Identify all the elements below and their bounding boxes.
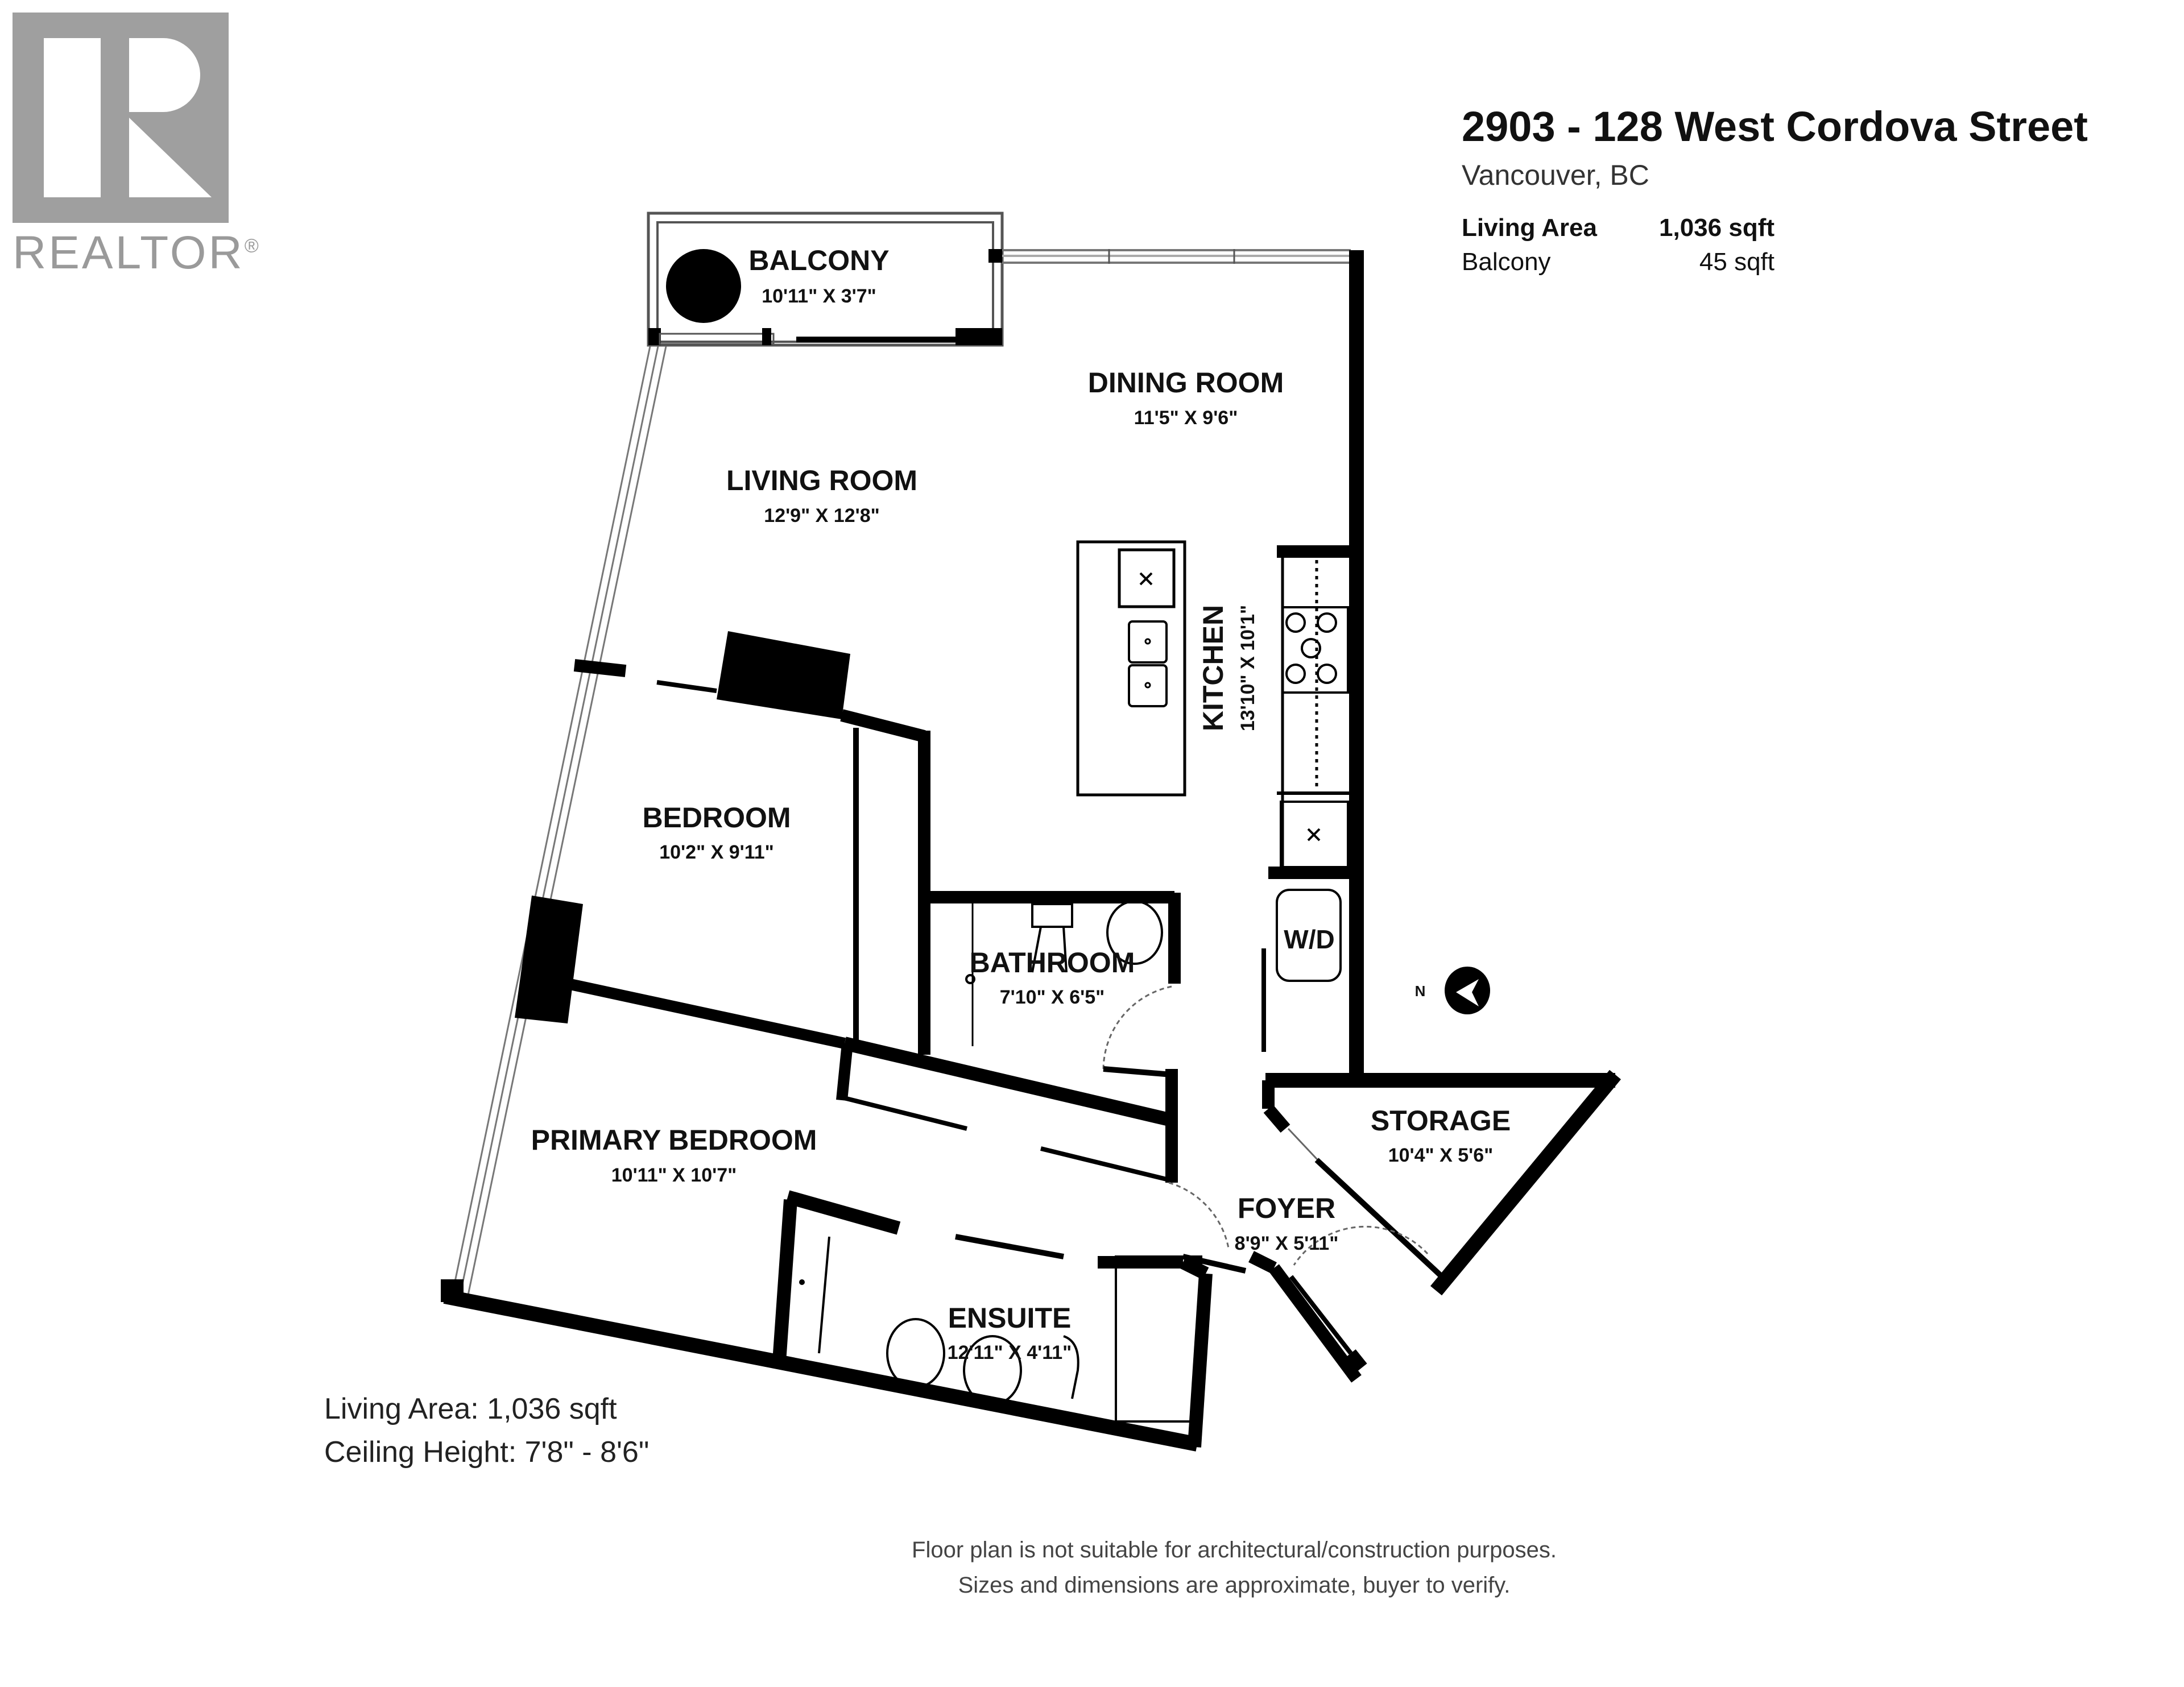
room-name-primary-bedroom: PRIMARY BEDROOM	[531, 1124, 817, 1156]
compass-north-label: N	[1415, 983, 1426, 1000]
north-compass-icon	[1445, 967, 1490, 1014]
cooktop-icon	[1281, 606, 1349, 694]
room-dims-dining: 11'5" X 9'6"	[1134, 407, 1238, 429]
disclaimer: Floor plan is not suitable for architect…	[842, 1532, 1627, 1603]
room-name-bedroom: BEDROOM	[642, 802, 791, 834]
stat-label: Balcony	[1462, 248, 1551, 276]
washer-dryer-icon	[1276, 889, 1342, 982]
room-name-kitchen: KITCHEN	[1197, 605, 1229, 731]
kitchen-island	[1076, 540, 1186, 797]
stat-living-area: Living Area 1,036 sqft	[1462, 211, 1774, 245]
room-dims-kitchen: 13'10" X 10'1"	[1237, 605, 1259, 731]
listing-address: 2903 - 128 West Cordova Street	[1462, 103, 2088, 150]
balcony-area	[647, 212, 1004, 347]
disclaimer-line-1: Floor plan is not suitable for architect…	[912, 1537, 1557, 1562]
listing-city: Vancouver, BC	[1462, 159, 1649, 191]
shower-drain-icon	[799, 1279, 805, 1285]
planter-icon	[666, 249, 741, 323]
stat-value: 1,036 sqft	[1659, 214, 1774, 242]
dining-window	[1002, 249, 1351, 264]
living-area-note: Living Area: 1,036 sqft	[324, 1392, 617, 1425]
room-name-dining: DINING ROOM	[1088, 367, 1284, 399]
realtor-r-icon	[13, 13, 229, 223]
room-dims-living: 12'9" X 12'8"	[764, 505, 879, 527]
stat-value: 45 sqft	[1699, 248, 1774, 276]
stat-label: Living Area	[1462, 214, 1597, 242]
room-dims-bedroom: 10'2" X 9'11"	[659, 842, 774, 863]
listing-header: 2903 - 128 West Cordova Street Vancouver…	[1462, 102, 2088, 279]
washer-dryer-label: W/D	[1284, 925, 1334, 954]
bathroom-walls	[924, 891, 1181, 1077]
room-dims-ensuite: 12'11" X 4'11"	[948, 1342, 1072, 1363]
area-stats: Living Area 1,036 sqft Balcony 45 sqft	[1462, 211, 2088, 279]
room-dims-balcony: 10'11" X 3'7"	[762, 285, 876, 307]
room-name-bathroom: BATHROOM	[970, 947, 1135, 979]
realtor-logo: REALTOR®	[13, 13, 261, 280]
room-dims-primary-bedroom: 10'11" X 10'7"	[611, 1164, 737, 1186]
room-dims-bathroom: 7'10" X 6'5"	[1000, 986, 1105, 1008]
realtor-wordmark: REALTOR®	[13, 227, 261, 279]
storage-walls	[1262, 1070, 1622, 1296]
area-summary: Living Area: 1,036 sqft Ceiling Height: …	[324, 1387, 649, 1474]
kitchen-counter	[1261, 545, 1356, 1052]
disclaimer-line-2: Sizes and dimensions are approximate, bu…	[958, 1573, 1511, 1598]
room-name-balcony: BALCONY	[748, 244, 889, 276]
bathtub-icon	[1115, 1255, 1202, 1423]
living-window	[449, 346, 667, 1304]
room-name-storage: STORAGE	[1371, 1105, 1511, 1137]
room-name-ensuite: ENSUITE	[948, 1302, 1072, 1334]
stat-balcony: Balcony 45 sqft	[1462, 245, 1774, 279]
exterior-wall-bottom	[443, 1289, 1199, 1452]
room-name-living: LIVING ROOM	[726, 465, 917, 496]
foyer-walls	[1168, 1182, 1429, 1383]
room-name-foyer: FOYER	[1238, 1192, 1335, 1224]
room-dims-foyer: 8'9" X 5'11"	[1235, 1233, 1339, 1254]
room-dims-storage: 10'4" X 5'6"	[1388, 1145, 1494, 1166]
ceiling-height-note: Ceiling Height: 7'8" - 8'6"	[324, 1436, 650, 1469]
